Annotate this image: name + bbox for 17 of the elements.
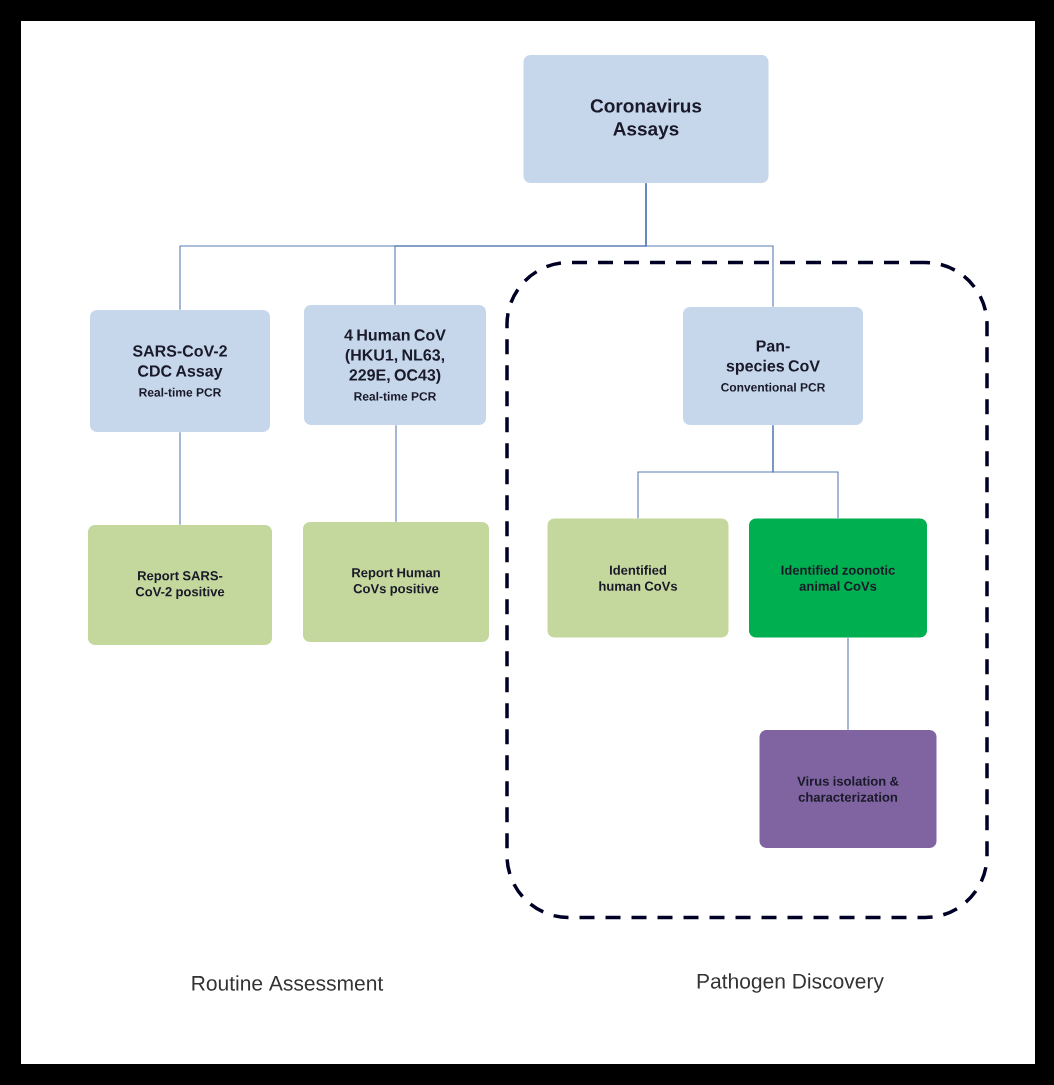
process-box: 4 Human CoV (HKU1, NL63, 229E, OC43) Real-time PCR bbox=[304, 305, 486, 425]
process-box: SARS-CoV-2 CDC Assay Real-time PCR bbox=[90, 310, 270, 432]
connector bbox=[179, 431, 181, 526]
result-box: Virus isolation & characterization bbox=[759, 730, 937, 848]
connector bbox=[645, 182, 774, 308]
process-box: Pan-species CoV Conventional PCR bbox=[683, 307, 863, 425]
result-box: Identified zoonotic animal CoVs bbox=[749, 518, 927, 638]
result-box: Report SARS-CoV-2 positive bbox=[88, 525, 272, 645]
connector bbox=[772, 424, 839, 519]
section-label: Routine Assessment bbox=[192, 975, 384, 991]
connector bbox=[847, 637, 849, 731]
process-box: Coronavirus Assays bbox=[523, 55, 769, 183]
section-label: Pathogen Discovery bbox=[697, 973, 884, 993]
result-box: Identified human CoVs bbox=[547, 518, 729, 638]
dashed-region bbox=[505, 260, 989, 920]
result-box: Report Human CoVs positive bbox=[303, 522, 489, 642]
connector bbox=[395, 424, 397, 523]
